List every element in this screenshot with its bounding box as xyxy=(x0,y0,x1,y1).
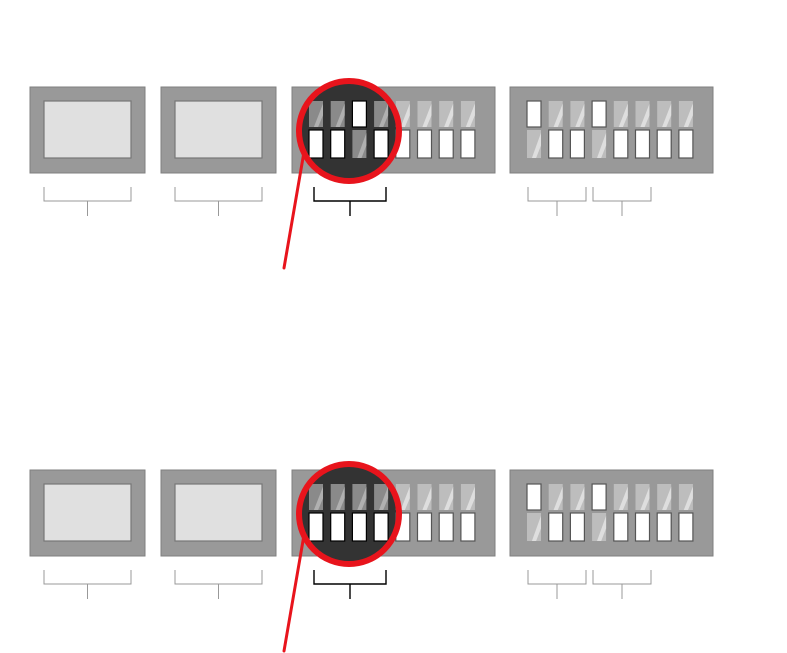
switch-2-bottom-on xyxy=(331,513,345,541)
switch-6-bottom-on xyxy=(418,513,432,541)
bank2-switch-7-bottom-on xyxy=(657,130,671,158)
display-window xyxy=(175,484,262,541)
switch-3-top-on xyxy=(352,101,366,127)
switch-6-bottom-on xyxy=(418,130,432,158)
switch-1-bottom-on xyxy=(309,130,323,158)
diagram-setting-b xyxy=(30,464,713,651)
bank2-switch-8-bottom-on xyxy=(679,130,693,158)
bank2-bracket-right xyxy=(593,187,651,216)
switch-7-bottom-on xyxy=(439,513,453,541)
switch-3-bottom-on xyxy=(352,513,366,541)
switch-4-bottom-on xyxy=(374,513,388,541)
bank2-switch-5-bottom-on xyxy=(614,513,628,541)
bank2-bracket-left xyxy=(528,187,586,216)
bank2-switch-8-bottom-on xyxy=(679,513,693,541)
switch-7-bottom-on xyxy=(439,130,453,158)
bank2-switch-3-bottom-on xyxy=(570,130,584,158)
switch-4-bottom-on xyxy=(374,130,388,158)
switch-2-bottom-on xyxy=(331,130,345,158)
bank2-switch-2-bottom-on xyxy=(549,513,563,541)
bank2-switch-4-top-on xyxy=(592,101,606,127)
switch-8-bottom-on xyxy=(461,130,475,158)
switch-group-bracket xyxy=(314,187,386,216)
bank2-switch-5-bottom-on xyxy=(614,130,628,158)
bank2-switch-6-bottom-on xyxy=(636,513,650,541)
bank2-switch-1-top-on xyxy=(527,484,541,510)
bank2-switch-6-bottom-on xyxy=(636,130,650,158)
display-bracket xyxy=(44,187,131,216)
diagram-setting-a xyxy=(30,81,713,268)
display-window xyxy=(175,101,262,158)
display-bracket xyxy=(175,570,262,599)
bank2-bracket-right xyxy=(593,570,651,599)
display-bracket xyxy=(175,187,262,216)
switch-1-bottom-on xyxy=(309,513,323,541)
bank2-switch-7-bottom-on xyxy=(657,513,671,541)
display-bracket xyxy=(44,570,131,599)
bank2-switch-1-top-on xyxy=(527,101,541,127)
switch-group-bracket xyxy=(314,570,386,599)
bank2-bracket-left xyxy=(528,570,586,599)
bank2-switch-2-bottom-on xyxy=(549,130,563,158)
display-window xyxy=(44,484,131,541)
bank2-switch-4-top-on xyxy=(592,484,606,510)
switch-8-bottom-on xyxy=(461,513,475,541)
display-window xyxy=(44,101,131,158)
bank2-switch-3-bottom-on xyxy=(570,513,584,541)
